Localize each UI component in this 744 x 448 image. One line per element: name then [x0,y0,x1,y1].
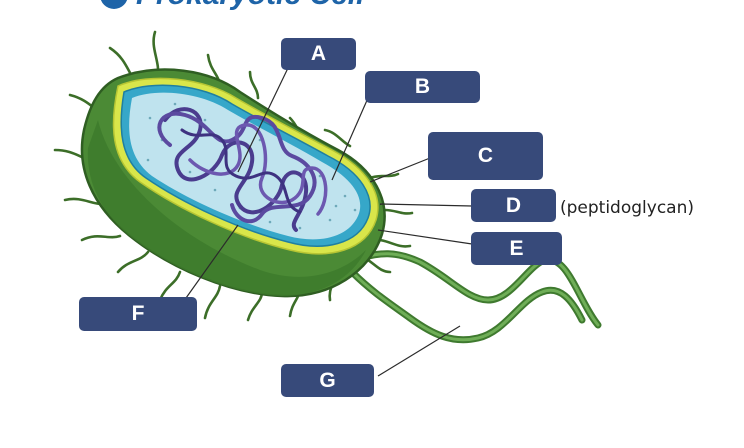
dna-strand-1 [163,107,309,232]
label-c[interactable]: C [428,132,543,180]
flagellum [346,250,602,344]
label-c-text: C [477,144,494,167]
dna-strand-2 [157,111,317,224]
label-a-text: A [310,42,327,65]
leader-lines [185,67,473,377]
label-e[interactable]: E [471,232,562,265]
pilus [116,250,150,274]
dna-strand-4 [180,128,302,214]
flagellum-strand-1-highlight [348,252,600,327]
leader-line-f [185,224,239,299]
capsule-shade [87,120,366,296]
label-b-text: B [414,75,431,98]
leader-line-a [237,67,289,173]
pilus [203,284,222,320]
pilus [80,234,122,242]
flagellum-strand-2-highlight [350,270,584,342]
diagram-title: Prokaryotic Cell [100,0,364,12]
label-e-text: E [509,236,524,260]
label-g-text: G [319,368,336,392]
diagram-title-text: Prokaryotic Cell [136,0,364,12]
ribosome [173,102,177,106]
nucleoid-dna [157,107,328,232]
label-a[interactable]: A [281,38,356,70]
label-d-text: D [505,193,522,217]
ribosome [188,170,192,174]
label-g[interactable]: G [281,364,374,397]
ribosome [318,174,322,178]
leader-line-c [369,157,431,183]
leader-line-b [331,97,369,181]
label-d[interactable]: D [471,189,556,222]
label-b[interactable]: B [365,71,480,103]
pilus [248,70,260,100]
flagellum-strand-2 [348,268,586,344]
leader-line-g [377,325,461,377]
leader-line-d [379,203,473,207]
ribosome [298,226,302,230]
ribosomes [146,102,357,230]
ribosome [146,158,150,162]
title-badge-icon [100,0,128,9]
peptidoglycan-note: (peptidoglycan) [560,198,694,218]
label-f[interactable]: F [79,297,197,331]
label-f-text: F [131,302,145,325]
ribosome [203,118,207,122]
dna-strand-3 [188,123,328,216]
ribosome [343,194,347,198]
pilus [378,238,412,248]
pilus [383,208,414,215]
leader-line-e [377,229,473,245]
ribosome [353,208,357,212]
pilus [323,128,352,148]
ribosome [334,204,338,208]
ribosome [328,218,332,222]
ribosome [148,116,152,120]
ribosome [268,220,272,224]
pilus [158,270,182,302]
pilus [246,290,264,322]
ribosome [213,188,217,192]
